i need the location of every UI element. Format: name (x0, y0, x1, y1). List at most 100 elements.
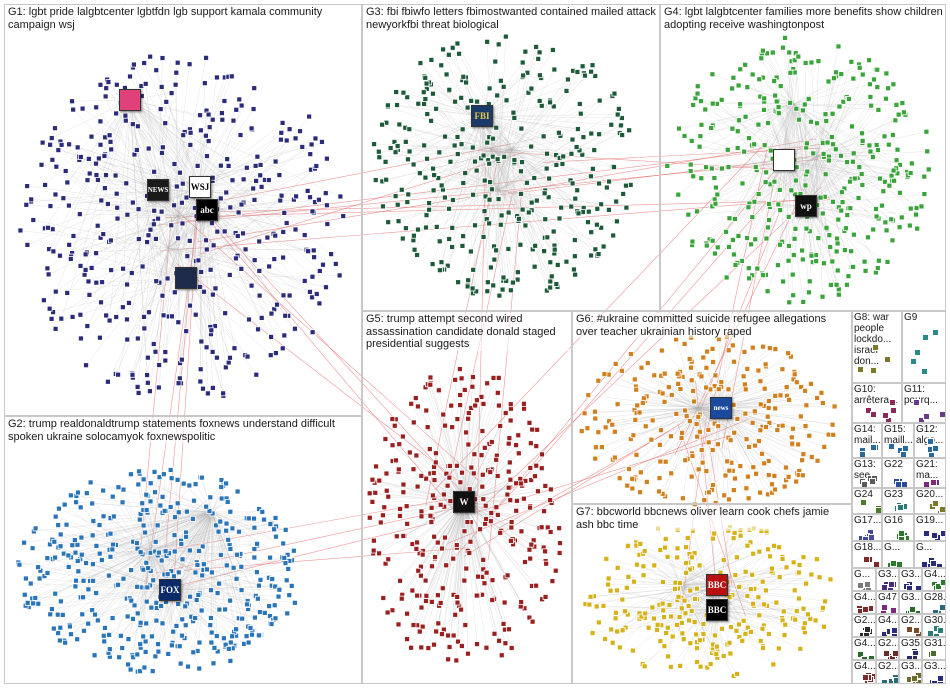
small-group-panel[interactable]: G12: algo... (914, 423, 946, 458)
group-panel-g2[interactable]: G2: trump realdonaldtrump statements fox… (4, 416, 362, 684)
group-panel-g4[interactable]: G4: lgbt lalgbtcenter families more bene… (660, 4, 946, 311)
graph-node[interactable] (859, 499, 867, 507)
graph-node[interactable] (895, 561, 903, 567)
small-group-panel[interactable]: G14: mail... (852, 423, 882, 458)
graph-edge (428, 82, 499, 191)
graph-node[interactable] (932, 444, 940, 452)
small-group-panel[interactable]: G4... (852, 591, 876, 614)
small-group-panel[interactable]: G15: maill... (882, 423, 914, 458)
graph-edge (161, 152, 187, 279)
small-group-label: G28... (924, 592, 946, 603)
small-group-panel[interactable]: G13: see... (852, 458, 882, 488)
graph-node[interactable] (939, 579, 945, 587)
graph-node[interactable] (921, 560, 929, 567)
small-group-panel[interactable]: G22 (882, 458, 914, 488)
graph-edge (185, 277, 257, 375)
graph-edge (80, 186, 201, 339)
graph-node[interactable] (939, 530, 945, 538)
small-group-panel[interactable]: G... (914, 541, 946, 568)
graph-node[interactable] (873, 561, 881, 567)
small-group-panel[interactable]: G10: arrêtera... (852, 383, 902, 423)
graph-node[interactable] (898, 530, 906, 538)
graph-edge (126, 189, 159, 285)
small-group-panel[interactable]: G... (852, 568, 876, 591)
graph-node[interactable] (883, 355, 891, 363)
graph-node[interactable] (921, 333, 929, 341)
graph-node[interactable] (860, 481, 868, 487)
graph-node[interactable] (930, 479, 938, 487)
graph-node[interactable] (939, 505, 945, 513)
small-group-panel[interactable]: G3... (899, 591, 922, 614)
graph-node[interactable] (858, 451, 866, 457)
small-group-panel[interactable]: G... (882, 541, 914, 568)
graph-node[interactable] (930, 560, 938, 567)
small-group-panel[interactable]: G23 (882, 488, 914, 514)
graph-edge (53, 277, 187, 313)
graph-node[interactable] (900, 480, 908, 487)
graph-node[interactable] (888, 399, 896, 407)
graph-node[interactable] (897, 503, 905, 511)
graph-node[interactable] (920, 367, 928, 375)
graph-node[interactable] (868, 533, 876, 540)
graph-edge (149, 508, 260, 551)
graph-node[interactable] (863, 556, 871, 564)
small-group-panel[interactable]: G47... (876, 591, 899, 614)
graph-node[interactable] (909, 605, 917, 613)
small-group-panel[interactable]: G9 (902, 311, 946, 383)
graph-edge (167, 76, 232, 249)
graph-edge (134, 154, 169, 249)
graph-edge (511, 75, 541, 150)
graph-node[interactable] (864, 580, 872, 588)
small-group-panel[interactable]: G18... (852, 541, 882, 568)
small-group-panel[interactable]: G3... (899, 568, 922, 591)
graph-node[interactable] (913, 398, 921, 406)
graph-node[interactable] (923, 413, 931, 421)
small-group-panel[interactable]: G11: pourq... (902, 383, 946, 423)
graph-node[interactable] (888, 442, 896, 450)
small-group-panel[interactable]: G21: ma... (914, 458, 946, 488)
graph-node[interactable] (872, 344, 880, 352)
group-panel-g1[interactable]: G1: lgbt pride lalgbtcenter lgbtfdn lgb … (4, 4, 362, 416)
graph-node[interactable] (938, 411, 945, 419)
graph-edge (149, 549, 290, 596)
graph-edge (160, 109, 169, 249)
graph-edge (486, 148, 513, 220)
graph-node[interactable] (881, 603, 889, 611)
small-group-panel[interactable]: G28... (922, 591, 946, 614)
graph-node[interactable] (874, 506, 881, 513)
graph-edge (149, 483, 151, 551)
small-group-panel[interactable]: G20... (914, 488, 946, 514)
small-group-panel[interactable]: G16 (882, 514, 914, 541)
small-group-panel[interactable]: G3... (876, 568, 899, 591)
graph-node[interactable] (856, 582, 864, 590)
graph-node[interactable] (881, 412, 889, 420)
graph-node[interactable] (869, 477, 877, 485)
graph-edge (388, 189, 499, 223)
graph-node[interactable] (890, 606, 898, 613)
graph-node[interactable] (869, 443, 877, 451)
graph-node[interactable] (913, 349, 921, 357)
small-group-panel[interactable]: G24 (852, 488, 882, 514)
group-panel-g3[interactable]: G3: fbi fbiwfo letters fbimostwanted con… (362, 4, 660, 311)
small-group-panel[interactable]: G8: war people lockdo... israel don... (852, 311, 902, 383)
graph-node[interactable] (856, 365, 864, 373)
graph-edge (35, 528, 151, 551)
graph-node[interactable] (901, 444, 909, 452)
graph-node[interactable] (861, 606, 869, 613)
graph-node[interactable] (910, 358, 918, 366)
graph-node[interactable] (932, 499, 940, 507)
graph-node[interactable] (890, 406, 898, 414)
graph-node[interactable] (922, 529, 930, 537)
graph-edge (196, 511, 213, 601)
small-group-label: G17... (854, 515, 882, 526)
graph-node[interactable] (932, 329, 940, 337)
graph-edge (452, 148, 492, 228)
small-group-panel[interactable]: G4... (922, 568, 946, 591)
graph-node[interactable] (931, 532, 939, 540)
small-group-panel[interactable]: G19... (914, 514, 946, 541)
small-group-panel[interactable]: G17... (852, 514, 882, 541)
graph-node[interactable] (870, 411, 878, 419)
graph-node[interactable] (887, 580, 895, 588)
graph-node[interactable] (870, 367, 878, 375)
graph-edge (511, 73, 585, 150)
